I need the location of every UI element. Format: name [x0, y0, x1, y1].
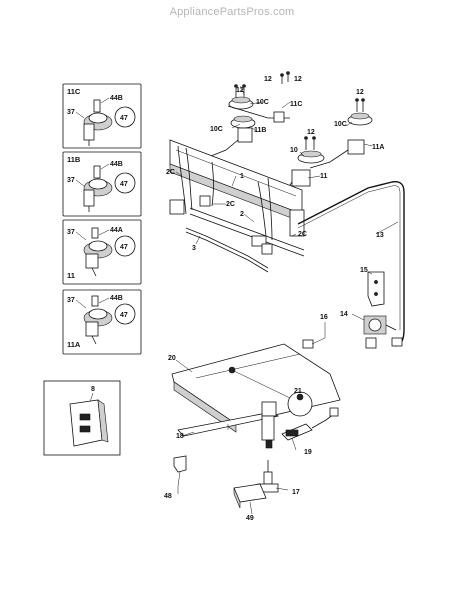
gas-line-13[interactable]	[297, 181, 405, 347]
callout-21: 21	[294, 388, 302, 395]
burner-valve-icon	[83, 165, 113, 212]
inset-title: 11B	[67, 155, 81, 164]
callout-10c: 10C	[334, 121, 347, 128]
callout-10: 10	[290, 147, 298, 154]
knob-icon	[114, 106, 136, 128]
bracket-15[interactable]	[367, 271, 385, 307]
manifold-frame[interactable]	[169, 139, 305, 273]
leader-lines	[175, 85, 399, 515]
screw-icon	[280, 71, 290, 84]
label-44b: 44B	[110, 161, 123, 168]
callout-2c: 2C	[298, 231, 307, 238]
burner-10c-right-assembly[interactable]	[309, 98, 373, 169]
clip-48[interactable]	[173, 455, 187, 487]
label-37: 37	[67, 109, 75, 116]
callout-14: 14	[340, 311, 348, 318]
watermark: AppliancePartsPros.com	[169, 6, 295, 18]
orifice-21[interactable]	[231, 369, 313, 417]
burner-11c-assembly[interactable]	[227, 84, 290, 123]
pressure-regulator-14[interactable]	[363, 315, 397, 349]
label-47: 47	[120, 312, 128, 319]
callout-20: 20	[168, 355, 176, 362]
callout-19: 19	[304, 449, 312, 456]
callout-labels: 12 12 12 12 10C 11C 10C 11B 10C 11A 12 1…	[164, 76, 384, 522]
inset-8[interactable]: 8	[43, 380, 121, 456]
callout-3: 3	[192, 245, 196, 252]
callout-15: 15	[360, 267, 368, 274]
callout-2: 2	[240, 211, 244, 218]
callout-11b: 11B	[254, 127, 266, 134]
burner-valve-icon	[83, 295, 113, 345]
callout-2c: 2C	[166, 169, 175, 176]
inset-title: 11	[67, 271, 75, 280]
callout-17: 17	[292, 489, 300, 496]
inset-11a[interactable]: 11A 44B 37 47	[62, 289, 142, 355]
label-37: 37	[67, 229, 75, 236]
callout-48: 48	[164, 493, 172, 500]
callout-49: 49	[246, 515, 254, 522]
callout-18: 18	[176, 433, 184, 440]
callout-10c: 10C	[210, 126, 223, 133]
knob-icon	[114, 303, 136, 325]
inset-title: 11C	[67, 87, 81, 96]
burner-valve-icon	[83, 227, 113, 277]
callout-11c: 11C	[290, 101, 302, 108]
callout-1: 1	[240, 173, 244, 180]
callout-11: 11	[320, 173, 328, 180]
callout-12: 12	[294, 76, 302, 83]
label-47: 47	[120, 244, 128, 251]
callout-16: 16	[320, 314, 328, 321]
callout-13: 13	[376, 232, 384, 239]
burner-tube-18[interactable]	[177, 401, 280, 449]
callout-11a: 11A	[372, 144, 384, 151]
label-47: 47	[120, 181, 128, 188]
callout-12: 12	[356, 89, 364, 96]
inset-title: 11A	[67, 340, 81, 349]
label-47: 47	[120, 115, 128, 122]
burner-11b-assembly[interactable]	[195, 115, 256, 163]
knob-icon	[114, 172, 136, 194]
inset-11c[interactable]: 11C 44B 37 47	[62, 83, 142, 149]
label-44b: 44B	[110, 95, 123, 102]
fitting-16[interactable]	[302, 322, 326, 349]
burner-valve-icon	[83, 99, 113, 146]
inset-11[interactable]: 11 44A 37 47	[62, 219, 142, 285]
label-44b: 44B	[110, 295, 123, 302]
ignitor-wire-2c[interactable]	[177, 145, 273, 241]
label-37: 37	[67, 177, 75, 184]
label-44a: 44A	[110, 227, 123, 234]
spark-module-icon	[69, 399, 109, 447]
callout-12: 12	[264, 76, 272, 83]
label-37: 37	[67, 297, 75, 304]
ignitor-19[interactable]	[281, 407, 339, 441]
callout-10c: 10C	[256, 99, 269, 106]
inset-11b[interactable]: 11B 44B 37 47	[62, 151, 142, 217]
callout-2c: 2C	[226, 201, 235, 208]
bracket-49[interactable]	[233, 483, 267, 509]
callout-12: 12	[236, 87, 244, 94]
callout-8: 8	[91, 386, 95, 393]
callout-12: 12	[307, 129, 315, 136]
knob-icon	[114, 235, 136, 257]
